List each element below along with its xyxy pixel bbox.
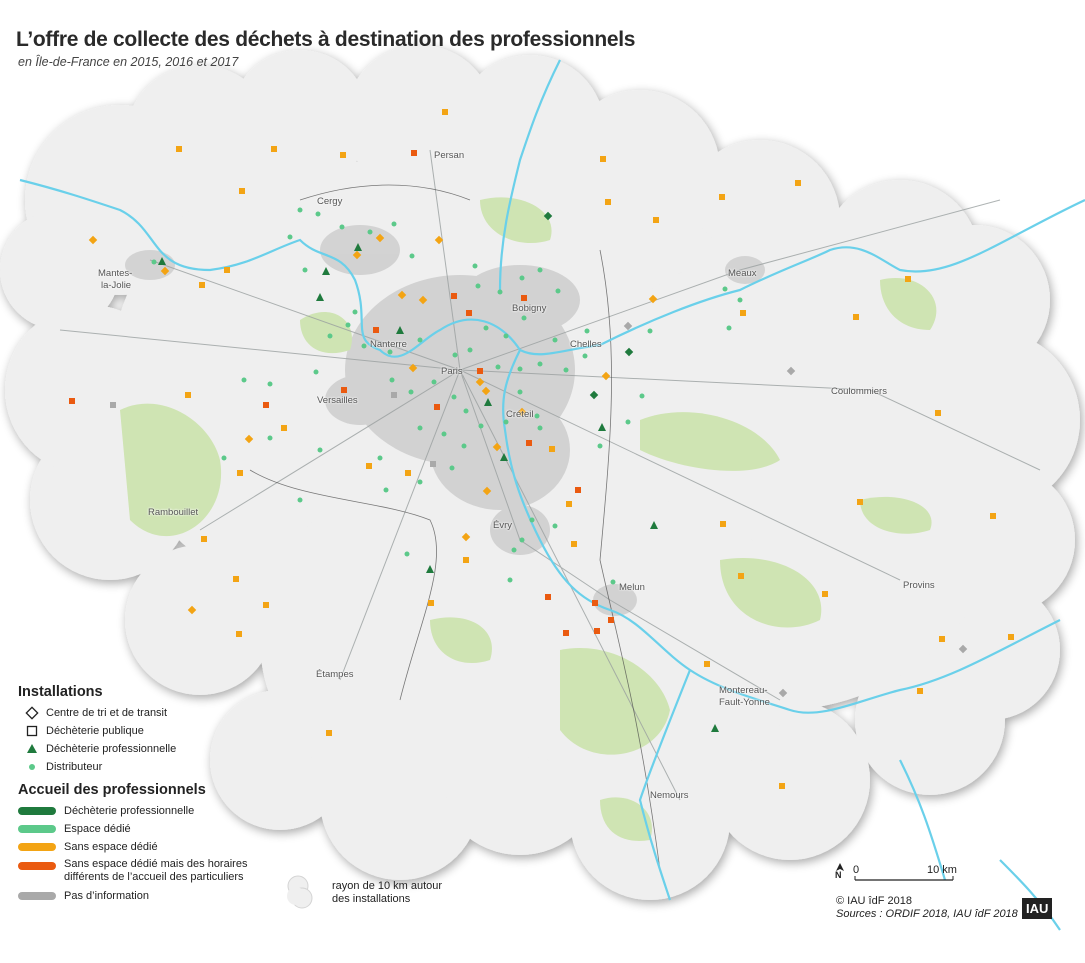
sources: Sources : ORDIF 2018, IAU îdF 2018 [836, 908, 1018, 920]
town-label: la-Jolie [101, 280, 132, 291]
town-label: Nemours [650, 790, 689, 801]
scale-end: 10 km [927, 864, 957, 876]
forest-areas [120, 197, 937, 841]
swatch [18, 843, 56, 851]
triangle-icon [18, 742, 46, 756]
town-label: Mantes- [98, 268, 133, 279]
legend-item: Déchèterie publique [18, 722, 318, 740]
town-label: Montereau- [719, 685, 768, 696]
diamond-icon [18, 706, 46, 720]
radius-label: rayon de 10 km autour [332, 880, 443, 892]
scale-bar: N 0 10 km [835, 862, 965, 887]
legend-label: Sans espace dédié [64, 841, 158, 853]
radius-legend: rayon de 10 km autour des installations [282, 872, 442, 912]
square-icon [18, 724, 46, 738]
credits: © IAU îdF 2018 Sources : ORDIF 2018, IAU… [836, 895, 1018, 920]
legend-label: différents de l’accueil des particuliers [64, 871, 244, 883]
legend-installations-title: Installations [18, 684, 103, 700]
legend-item: Déchèterie professionnelle [18, 740, 318, 758]
swatch [18, 825, 56, 833]
legend-accueil-title: Accueil des professionnels [18, 782, 206, 798]
page-title: L’offre de collecte des déchets à destin… [16, 28, 636, 51]
town-label: Fault-Yonne [719, 697, 770, 708]
town-label: Nanterre [370, 339, 407, 350]
north-label: N [835, 870, 842, 880]
north-arrow-icon [836, 863, 844, 871]
town-label: Évry [493, 520, 512, 531]
town-label: Persan [434, 150, 465, 161]
scale-zero: 0 [853, 864, 860, 876]
town-label: Versailles [317, 395, 358, 406]
facility-symbols [69, 109, 1014, 789]
town-label: Coulommiers [831, 386, 887, 397]
radius-label: des installations [332, 893, 411, 905]
town-label: Cergy [317, 196, 343, 207]
legend-label: Distributeur [46, 761, 103, 773]
iau-logo: IAU [1022, 898, 1053, 919]
legend-item: Sans espace dédié [18, 838, 318, 856]
town-label: Paris [441, 366, 463, 377]
swatch [18, 892, 56, 900]
town-label: Chelles [570, 339, 602, 350]
town-label: Meaux [728, 268, 757, 279]
legend-label: Déchèterie publique [46, 725, 144, 737]
legend-item: Pas d’information [18, 887, 318, 905]
legend-label: Pas d’information [64, 890, 149, 902]
swatch [18, 807, 56, 815]
legend-label: Sans espace dédié mais des horaires [64, 858, 248, 870]
legend-label: Centre de tri et de transit [46, 707, 168, 719]
legend-label: Espace dédié [64, 823, 131, 835]
town-label: Provins [903, 580, 935, 591]
page-subtitle: en Île-de-France en 2015, 2016 et 2017 [18, 55, 239, 69]
legend-label: Déchèterie professionnelle [46, 743, 177, 755]
legend-item: Espace dédié [18, 820, 318, 838]
department-borders [249, 184, 661, 871]
circle-icon [18, 760, 46, 774]
map-legend: Installations Centre de tri et de transi… [18, 684, 318, 905]
town-label: Melun [619, 582, 645, 593]
legend-item: Centre de tri et de transit [18, 704, 318, 722]
town-label: Bobigny [512, 303, 547, 314]
town-label: Étampes [316, 669, 354, 680]
buffer-circles-icon [287, 875, 313, 909]
swatch [18, 862, 56, 870]
legend-item: Distributeur [18, 758, 318, 776]
legend-label: Déchèterie professionnelle [64, 805, 195, 817]
copyright: © IAU îdF 2018 [836, 895, 912, 907]
town-label: Créteil [506, 409, 534, 420]
legend-item: Déchèterie professionnelle [18, 802, 318, 820]
town-label: Rambouillet [148, 507, 199, 518]
buffer-zone [0, 45, 1080, 900]
legend-item: Sans espace dédié mais des horaires diff… [18, 858, 318, 884]
rivers [19, 59, 1085, 931]
